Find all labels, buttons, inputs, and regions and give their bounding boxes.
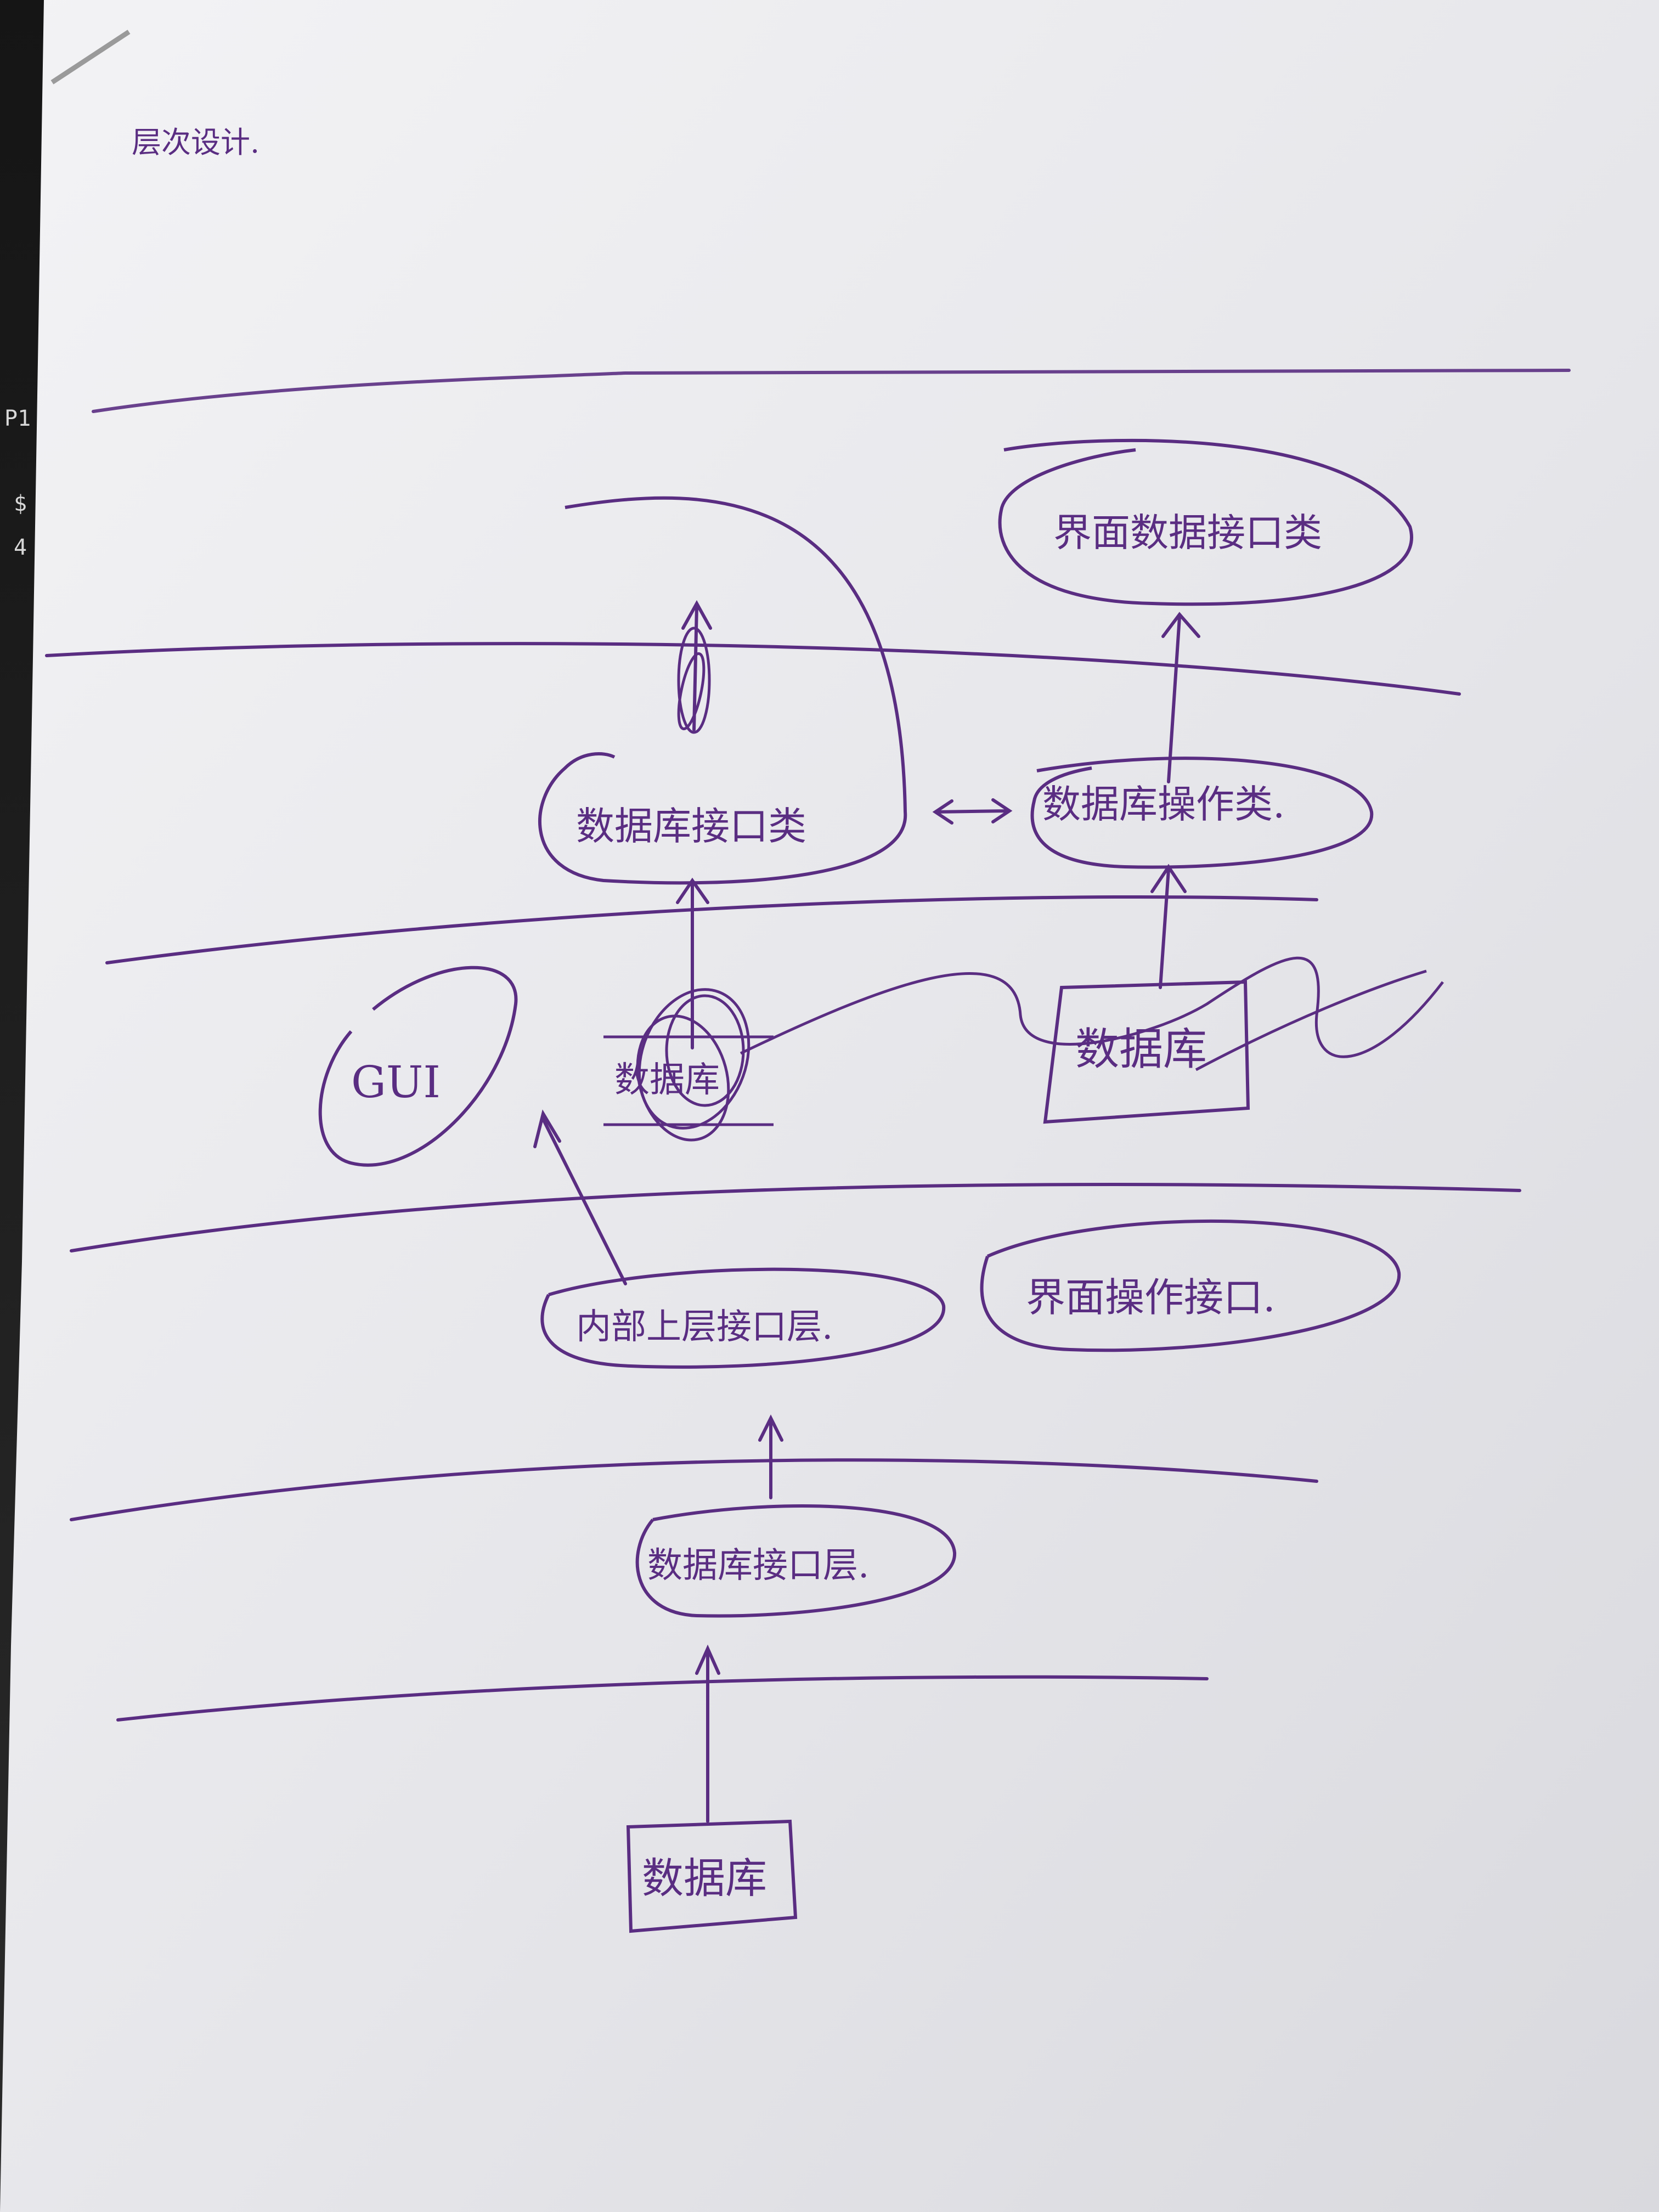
divider-2 xyxy=(45,642,1461,696)
divider-3 xyxy=(105,895,1318,964)
arrow-to-gui xyxy=(533,1109,627,1285)
screen-label-dollar: $ xyxy=(14,491,27,516)
label-db-scribbled: 数据库 xyxy=(614,1060,720,1101)
label-inner-upper: 内部上层接口层. xyxy=(576,1307,833,1347)
label-mid-right: 数据库操作类. xyxy=(1042,782,1285,827)
label-db-right: 数据库 xyxy=(1075,1024,1207,1075)
arrow-to-top-right xyxy=(1161,612,1200,783)
ellipse-gui xyxy=(318,966,518,1167)
arrow-db-op-up xyxy=(1150,864,1187,989)
arrows xyxy=(533,600,1200,1823)
page-title: 层次设计. xyxy=(132,125,259,160)
ellipse-db-interface xyxy=(635,1504,957,1618)
ellipse-mid-right xyxy=(1030,757,1374,869)
staple xyxy=(50,30,131,84)
label-mid-left: 数据库接口类 xyxy=(576,804,806,849)
arrow-bidirectional xyxy=(932,798,1013,825)
ellipse-ui-op xyxy=(980,1219,1401,1352)
box-db-bottom xyxy=(626,1819,798,1933)
label-db-bottom: 数据库 xyxy=(642,1854,767,1903)
scribbles xyxy=(603,627,1444,1142)
arrow-top-center xyxy=(681,600,712,731)
arrow-db-bottom-up xyxy=(695,1644,720,1823)
divider-6 xyxy=(116,1675,1209,1722)
layer-dividers xyxy=(45,369,1571,1722)
label-top-right: 界面数据接口类 xyxy=(1053,510,1322,555)
label-ui-op: 界面操作接口. xyxy=(1026,1274,1276,1321)
screen-label-p1: P1 xyxy=(4,406,31,431)
ellipse-mid-left xyxy=(538,496,907,885)
box-db-right xyxy=(1043,980,1250,1124)
label-db-interface: 数据库接口层. xyxy=(647,1545,869,1586)
screen-label-four: 4 xyxy=(14,535,27,560)
divider-1 xyxy=(92,369,1571,413)
arrow-to-mid-left xyxy=(676,877,709,1049)
ellipse-inner-upper xyxy=(540,1267,946,1369)
divider-4 xyxy=(70,1183,1521,1252)
label-gui: GUI xyxy=(351,1057,441,1108)
divider-5 xyxy=(70,1458,1318,1521)
arrow-inner-up xyxy=(758,1414,783,1499)
ellipse-top-right xyxy=(998,438,1413,606)
